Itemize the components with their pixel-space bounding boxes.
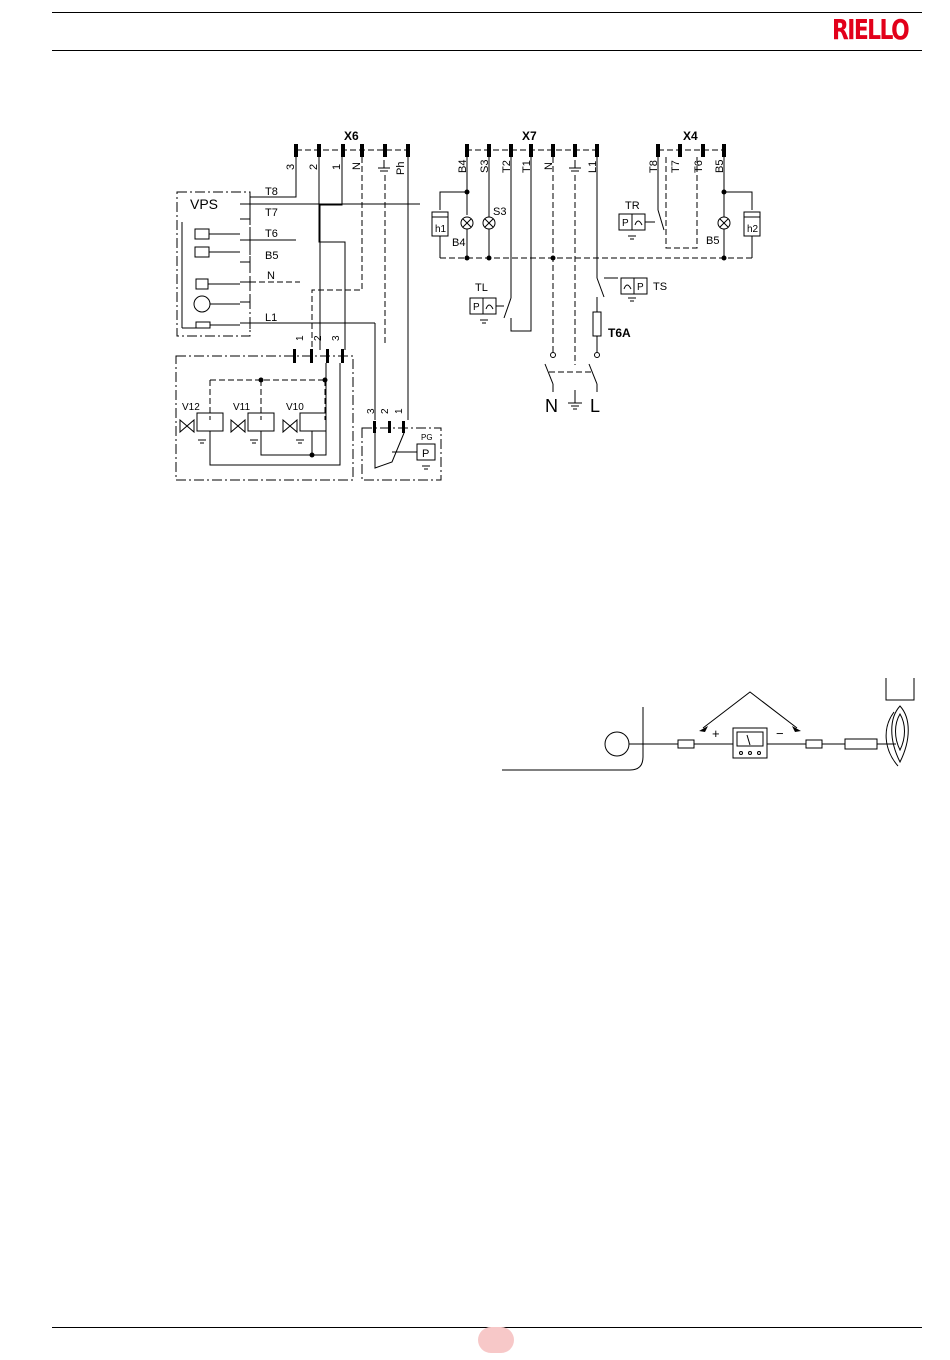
lamp-h2-label: h2 bbox=[747, 224, 759, 235]
x4-pin-t6: T6 bbox=[693, 160, 705, 173]
vps-term-t8: T8 bbox=[265, 186, 278, 198]
x6-pin-n: N bbox=[351, 162, 363, 170]
tl-p: P bbox=[473, 302, 480, 313]
pg-plug-2: 2 bbox=[380, 408, 391, 414]
x4-label: X4 bbox=[683, 129, 698, 143]
valve-plug-2: 2 bbox=[313, 335, 324, 341]
x6-pin-ph: Ph bbox=[395, 162, 407, 175]
x6-pin-3: 3 bbox=[285, 164, 297, 170]
vps-term-t6: T6 bbox=[265, 228, 278, 240]
fuse-label: T6A bbox=[608, 326, 631, 340]
lamp-b4-label: B4 bbox=[452, 237, 465, 249]
lamp-s3 bbox=[483, 217, 495, 229]
x4-pin-t7: T7 bbox=[670, 160, 682, 173]
valve-v11-label: V11 bbox=[233, 402, 250, 413]
tl-label: TL bbox=[475, 282, 488, 294]
wiring-diagram: X6 3 2 1 N Ph VPS bbox=[0, 0, 950, 520]
ammeter-icon bbox=[733, 728, 767, 758]
vps-term-b5: B5 bbox=[265, 250, 278, 262]
lamp-b4 bbox=[461, 217, 473, 229]
ts-p: P bbox=[637, 282, 644, 293]
flame-electrode-icon bbox=[886, 678, 914, 766]
ion-plus: + bbox=[712, 726, 720, 741]
pg-label: PG bbox=[421, 433, 433, 442]
ionization-diagram: + − bbox=[500, 675, 940, 775]
pg-p: P bbox=[422, 448, 429, 460]
valve-v12 bbox=[180, 413, 223, 432]
lamp-s3-label: S3 bbox=[493, 206, 506, 218]
vps-term-l1: L1 bbox=[265, 312, 277, 324]
pg-plug-1: 1 bbox=[394, 408, 405, 414]
x6-ground-symbol bbox=[378, 160, 390, 171]
x6-pin-1: 1 bbox=[331, 164, 343, 170]
pg-plug-terminals bbox=[373, 421, 405, 433]
x7-label: X7 bbox=[522, 129, 537, 143]
lamp-b5 bbox=[718, 217, 730, 229]
valve-v10 bbox=[283, 413, 326, 432]
tr-label: TR bbox=[625, 200, 640, 212]
lamp-b5-label: B5 bbox=[706, 235, 719, 247]
valve-v12-label: V12 bbox=[182, 402, 200, 413]
vps-term-t7: T7 bbox=[265, 207, 278, 219]
valve-plug-1: 1 bbox=[295, 335, 306, 341]
supply-l: L bbox=[590, 396, 600, 416]
pg-plug-3: 3 bbox=[366, 408, 377, 414]
lamp-h1-label: h1 bbox=[435, 224, 447, 235]
valve-v11 bbox=[231, 413, 274, 432]
tr-p: P bbox=[622, 218, 629, 229]
page-number-badge bbox=[478, 1327, 514, 1353]
vps-title: VPS bbox=[190, 196, 218, 212]
ion-minus: − bbox=[776, 726, 784, 741]
vps-terminals bbox=[240, 198, 250, 329]
valve-plug-terminals bbox=[293, 349, 344, 363]
x6-label: X6 bbox=[344, 129, 359, 143]
supply-n: N bbox=[545, 396, 558, 416]
x7-ground-symbol bbox=[569, 160, 581, 171]
x6-pin-2: 2 bbox=[308, 164, 320, 170]
valve-v10-label: V10 bbox=[286, 402, 304, 413]
ts-label: TS bbox=[653, 281, 667, 293]
valve-plug-3: 3 bbox=[331, 335, 342, 341]
vps-term-n: N bbox=[267, 270, 275, 282]
